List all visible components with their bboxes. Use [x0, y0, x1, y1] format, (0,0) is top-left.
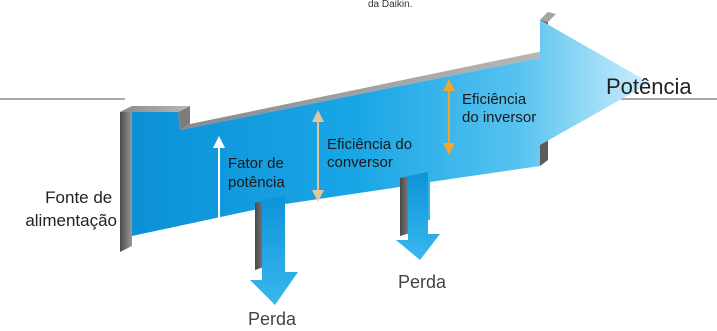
arrow-top-face — [120, 106, 190, 112]
loss-label-1: Perda — [248, 309, 297, 329]
arrow-back-face — [120, 106, 132, 252]
caption-fragment: da Daikin. — [368, 0, 412, 10]
arrow-top-face-2 — [178, 106, 190, 130]
arrow-top-face-3 — [180, 50, 548, 130]
output-power-label: Potência — [606, 74, 692, 99]
loss-label-2: Perda — [398, 272, 447, 292]
stage-label-inverter-efficiency: Eficiência do inversor — [462, 91, 536, 126]
power-source-label: Fonte de alimentação — [25, 188, 117, 230]
main-arrow-body — [132, 20, 650, 262]
loss-branch-2-body — [396, 172, 440, 260]
loss-branch-1-body — [250, 196, 298, 305]
stage-label-converter-efficiency: Eficiência do conversor — [327, 136, 416, 171]
stage-label-power-factor: Fator de potência — [228, 155, 288, 191]
arrowhead-top-face — [540, 12, 556, 22]
